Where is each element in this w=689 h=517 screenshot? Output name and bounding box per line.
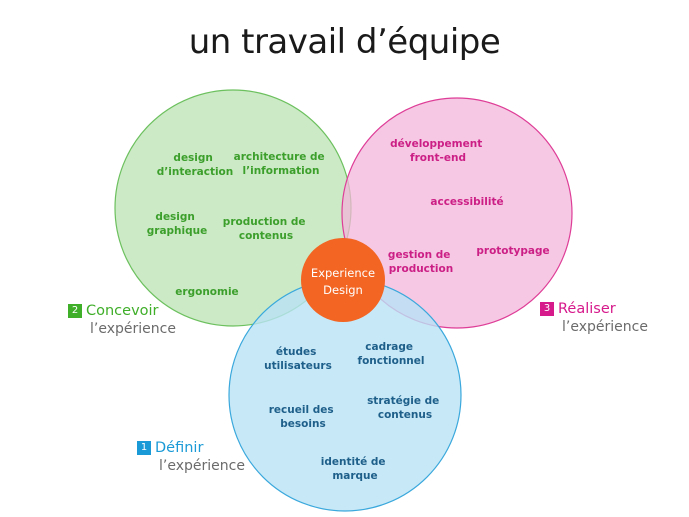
center-label-line2: Design: [323, 283, 363, 297]
legend-concevoir: 2 Concevoir l’expérience: [68, 300, 176, 337]
circle-realiser: [341, 97, 573, 329]
item-identite-marque: identité de marque: [321, 456, 389, 482]
item-recueil-besoins: recueil des besoins: [269, 404, 338, 430]
item-design-interaction: design d’interaction: [157, 152, 234, 178]
realiser-labels: développement front-end accessibilité ge…: [388, 138, 550, 275]
item-gestion-production: gestion de production: [388, 249, 454, 275]
legend-realiser: 3 Réaliser l’expérience: [540, 298, 648, 335]
item-accessibilite: accessibilité: [430, 196, 503, 208]
legend-realiser-number: 3: [540, 301, 554, 316]
legend-definir-label: Définir: [155, 439, 204, 456]
legend-concevoir-sub: l’expérience: [90, 321, 176, 337]
legend-concevoir-number: 2: [68, 303, 82, 318]
item-ergonomie: ergonomie: [175, 286, 238, 298]
item-design-graphique: design graphique: [147, 211, 207, 237]
legend-concevoir-label: Concevoir: [86, 302, 159, 319]
legend-realiser-label: Réaliser: [558, 300, 616, 317]
center-circle: [301, 238, 385, 322]
definir-labels: études utilisateurs cadrage fonctionnel …: [264, 341, 443, 482]
item-cadrage-fonctionnel: cadrage fonctionnel: [358, 341, 425, 367]
legend-realiser-sub: l’expérience: [562, 319, 648, 335]
item-production-contenus: production de contenus: [223, 216, 309, 242]
item-prototypage: prototypage: [476, 245, 549, 257]
concevoir-labels: design d’interaction architecture de l’i…: [147, 151, 329, 298]
center-label-line1: Experience: [311, 266, 375, 280]
legend-definir: 1 Définir l’expérience: [137, 437, 245, 474]
item-etudes-utilisateurs: études utilisateurs: [264, 346, 332, 372]
item-developpement-front-end: développement front-end: [390, 138, 486, 164]
legend-definir-number: 1: [137, 440, 151, 455]
item-strategie-contenus: stratégie de contenus: [367, 395, 443, 421]
item-architecture-information: architecture de l’information: [234, 151, 329, 177]
legend-definir-sub: l’expérience: [159, 458, 245, 474]
page-title: un travail d’équipe: [188, 22, 501, 62]
